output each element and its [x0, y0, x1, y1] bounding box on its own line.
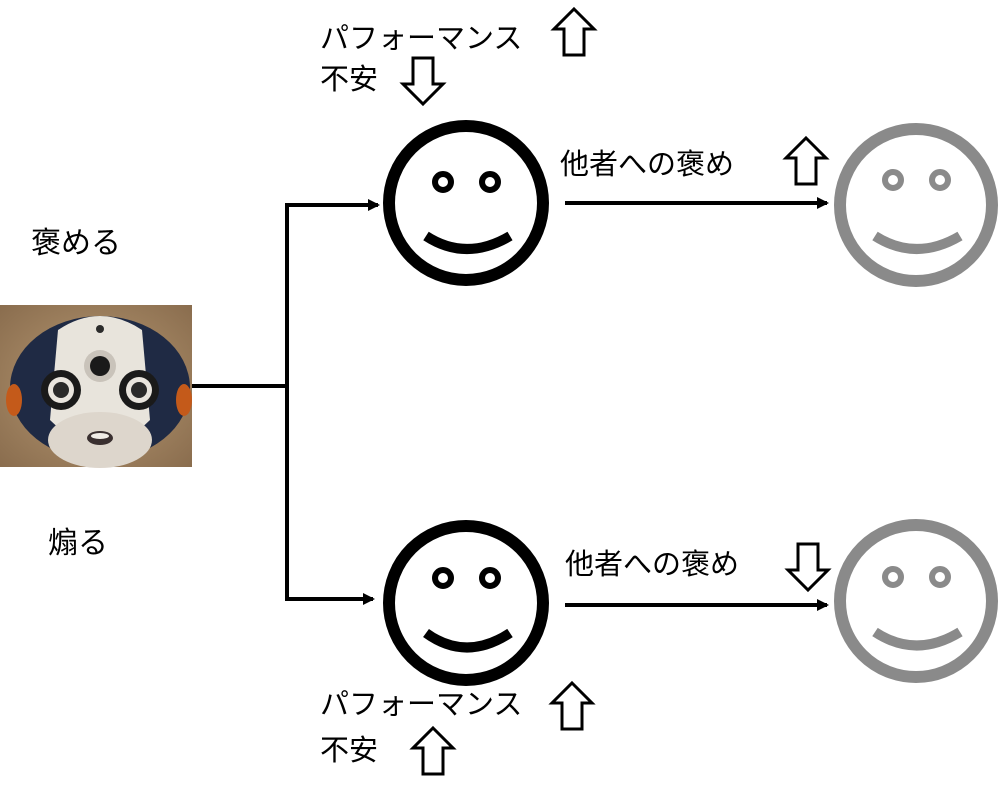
praise-label: 褒める	[31, 226, 121, 261]
bottom-performance-label: パフォーマンス	[320, 687, 522, 721]
down-arrow-icon	[399, 56, 447, 107]
smiley-face-icon	[834, 519, 998, 683]
top-performance-label: パフォーマンス	[320, 21, 522, 55]
smiley-face-icon	[383, 520, 549, 686]
smiley-face-icon	[383, 120, 549, 286]
up-arrow-icon	[548, 680, 596, 731]
up-arrow-icon	[409, 725, 457, 776]
bottom-anxiety-label: 不安	[320, 733, 378, 767]
connector-lines	[192, 197, 829, 611]
bottom-praise-others-label: 他者への褒め	[565, 547, 739, 581]
down-arrow-icon	[784, 542, 832, 593]
up-arrow-icon	[782, 135, 830, 186]
provoke-label: 煽る	[48, 526, 108, 561]
smiley-face-icon	[834, 123, 998, 287]
robot-photo	[0, 305, 192, 468]
top-anxiety-label: 不安	[320, 62, 378, 96]
up-arrow-icon	[550, 6, 598, 57]
top-praise-others-label: 他者への褒め	[560, 147, 734, 181]
